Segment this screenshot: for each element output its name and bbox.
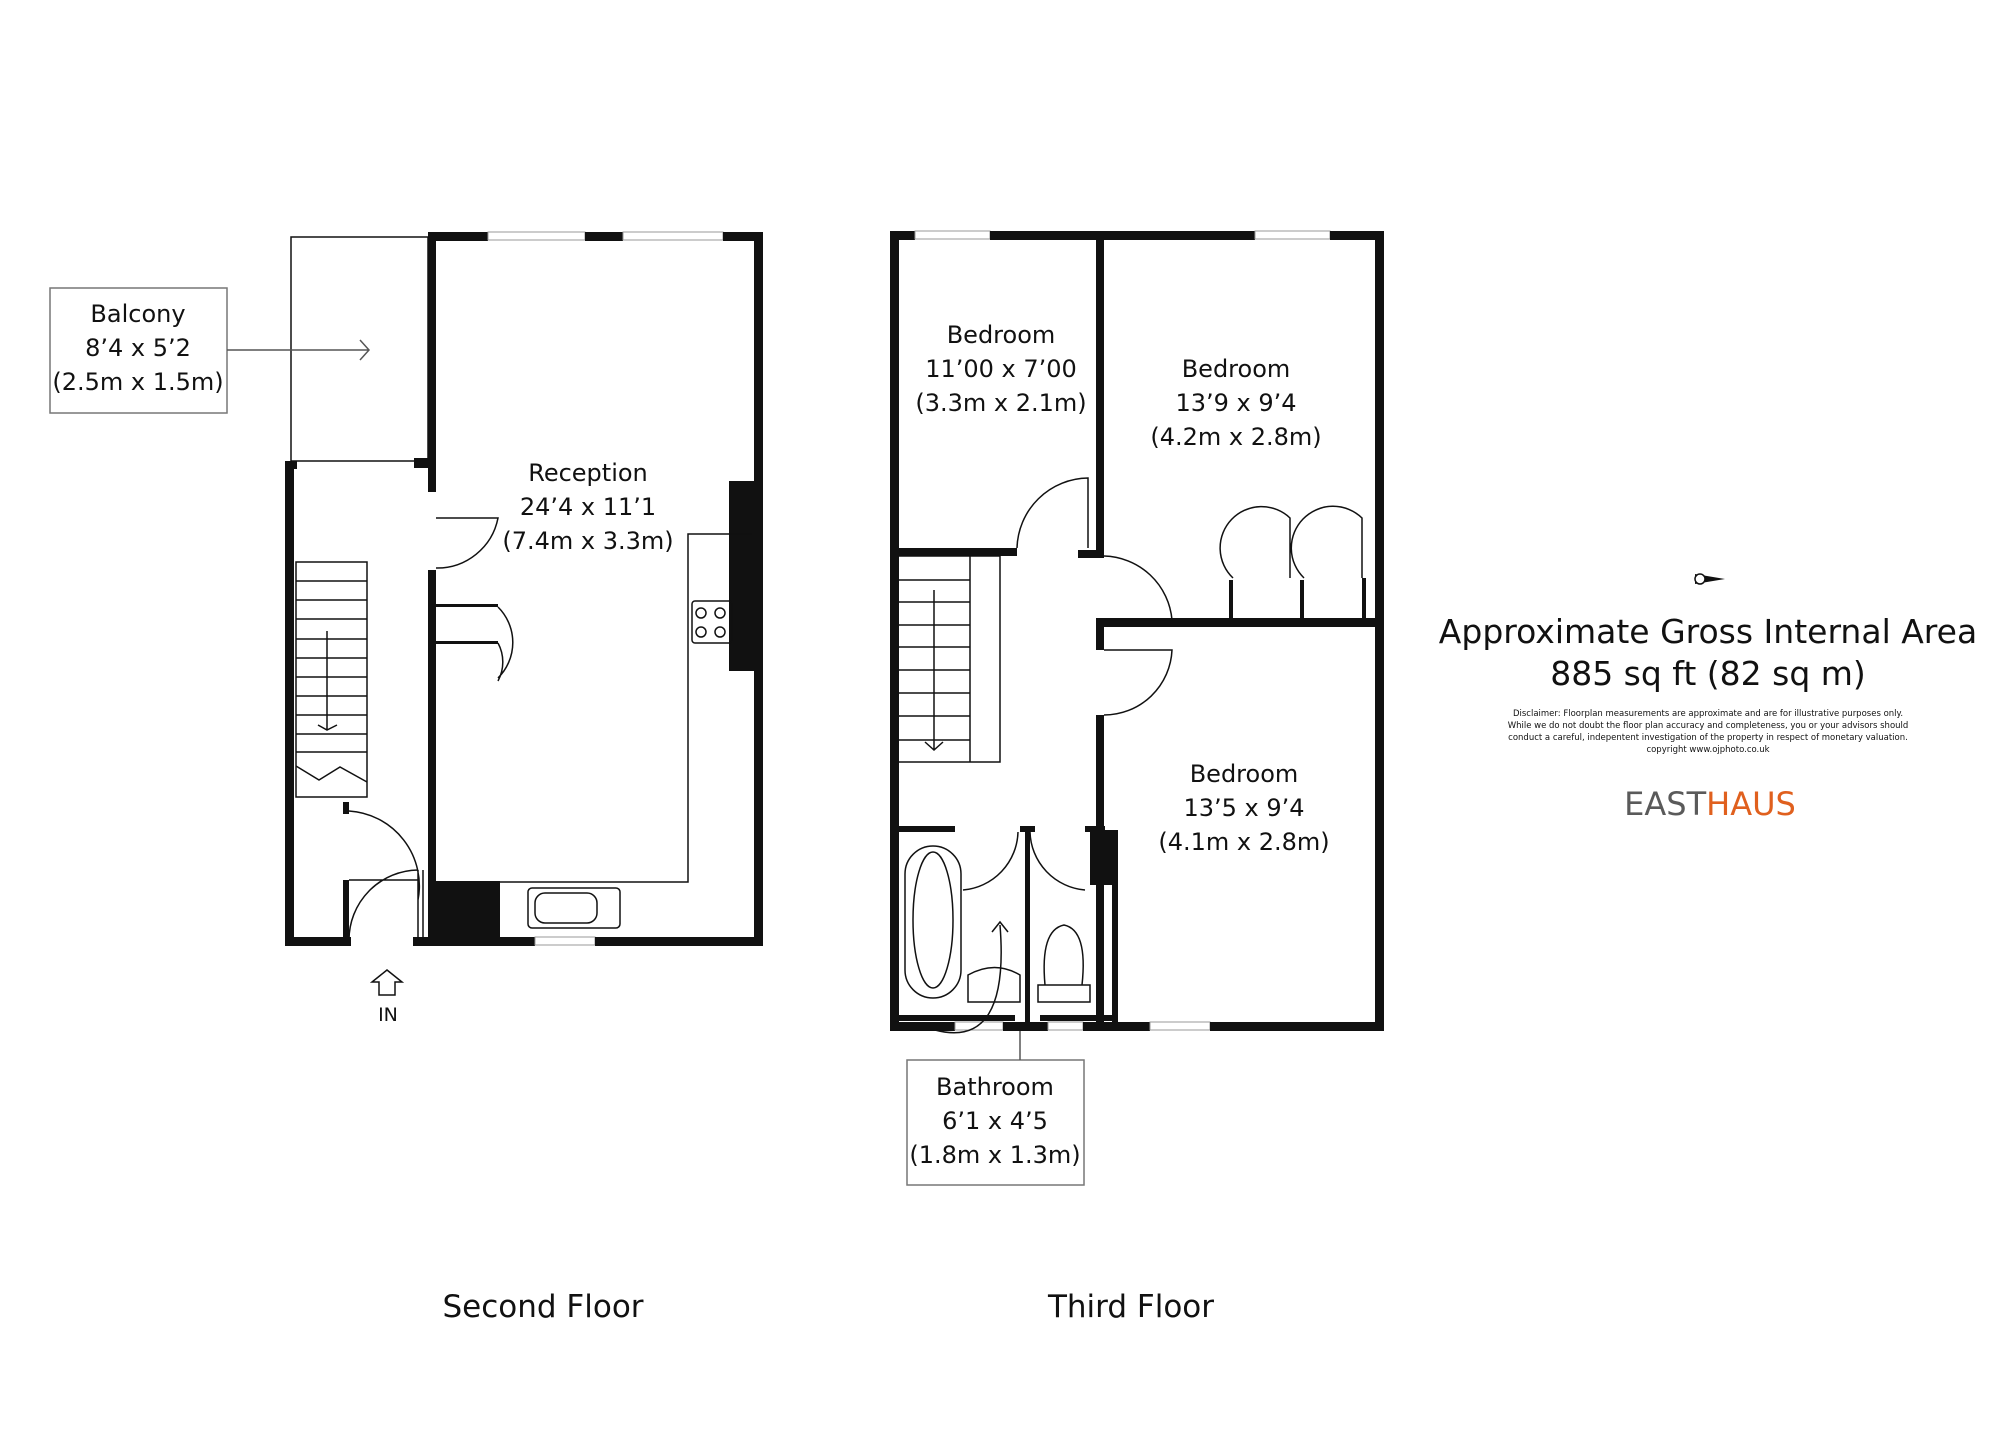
room-size-imperial: 13’5 x 9’4	[1183, 794, 1304, 822]
room-name: Bedroom	[1182, 355, 1291, 383]
staircase	[899, 555, 1009, 1034]
room-size-imperial: 6’1 x 4’5	[942, 1107, 1048, 1135]
summary-panel: Approximate Gross Internal Area 885 sq f…	[1439, 573, 1977, 823]
balcony-pointer	[227, 339, 371, 361]
room-name: Reception	[528, 459, 648, 487]
staircase	[295, 561, 368, 798]
bath-icon	[904, 845, 962, 999]
area-heading: Approximate Gross Internal Area	[1439, 612, 1977, 651]
disclaimer-line: Disclaimer: Floorplan measurements are a…	[1513, 709, 1903, 719]
hob-icon	[691, 600, 733, 644]
room-name: Balcony	[90, 300, 185, 328]
second-floor-plan: IN Balcony 8’4 x 5’2 (2.5m x 1.5m) Recep…	[49, 231, 763, 1325]
wall	[285, 461, 294, 946]
room-name: Bedroom	[1190, 760, 1299, 788]
room-size-metric: (4.1m x 2.8m)	[1158, 828, 1329, 856]
chimney-breast	[729, 481, 757, 671]
room-size-imperial: 11’00 x 7’00	[925, 355, 1077, 383]
third-floor-plan: Bedroom 11’00 x 7’00 (3.3m x 2.1m) Bedro…	[890, 230, 1384, 1325]
room-size-metric: (7.4m x 3.3m)	[502, 527, 673, 555]
room-size-imperial: 8’4 x 5’2	[85, 334, 191, 362]
balcony-outline	[290, 236, 429, 462]
kitchen-counter	[500, 533, 752, 883]
floor-title: Second Floor	[442, 1289, 643, 1325]
bathroom-label-box	[906, 1059, 1085, 1186]
room-size-metric: (3.3m x 2.1m)	[915, 389, 1086, 417]
room-size-imperial: 24’4 x 11’1	[520, 493, 656, 521]
easthaus-logo: EASTHAUS	[1624, 785, 1796, 823]
sink-icon	[527, 887, 621, 929]
cupboard-block	[428, 881, 500, 941]
room-name: Bedroom	[947, 321, 1056, 349]
toilet-icon	[1037, 924, 1091, 1003]
room-name: Bathroom	[936, 1073, 1054, 1101]
entrance-label: IN	[378, 1004, 398, 1026]
area-value: 885 sq ft (82 sq m)	[1550, 654, 1866, 693]
disclaimer-line: While we do not doubt the floor plan acc…	[1508, 721, 1909, 731]
disclaimer-line: copyright www.ojphoto.co.uk	[1646, 745, 1769, 755]
room-size-metric: (2.5m x 1.5m)	[52, 368, 223, 396]
balcony-label-box	[49, 287, 228, 414]
room-size-metric: (4.2m x 2.8m)	[1150, 423, 1321, 451]
reception-door	[435, 517, 499, 569]
basin-icon	[967, 966, 1021, 1003]
room-size-imperial: 13’9 x 9’4	[1175, 389, 1296, 417]
room-size-metric: (1.8m x 1.3m)	[909, 1141, 1080, 1169]
north-arrow-icon	[1694, 573, 1725, 585]
floor-title: Third Floor	[1047, 1289, 1214, 1325]
entrance-arrow-icon	[369, 969, 405, 996]
disclaimer-line: conduct a careful, indepentent investiga…	[1508, 733, 1908, 743]
